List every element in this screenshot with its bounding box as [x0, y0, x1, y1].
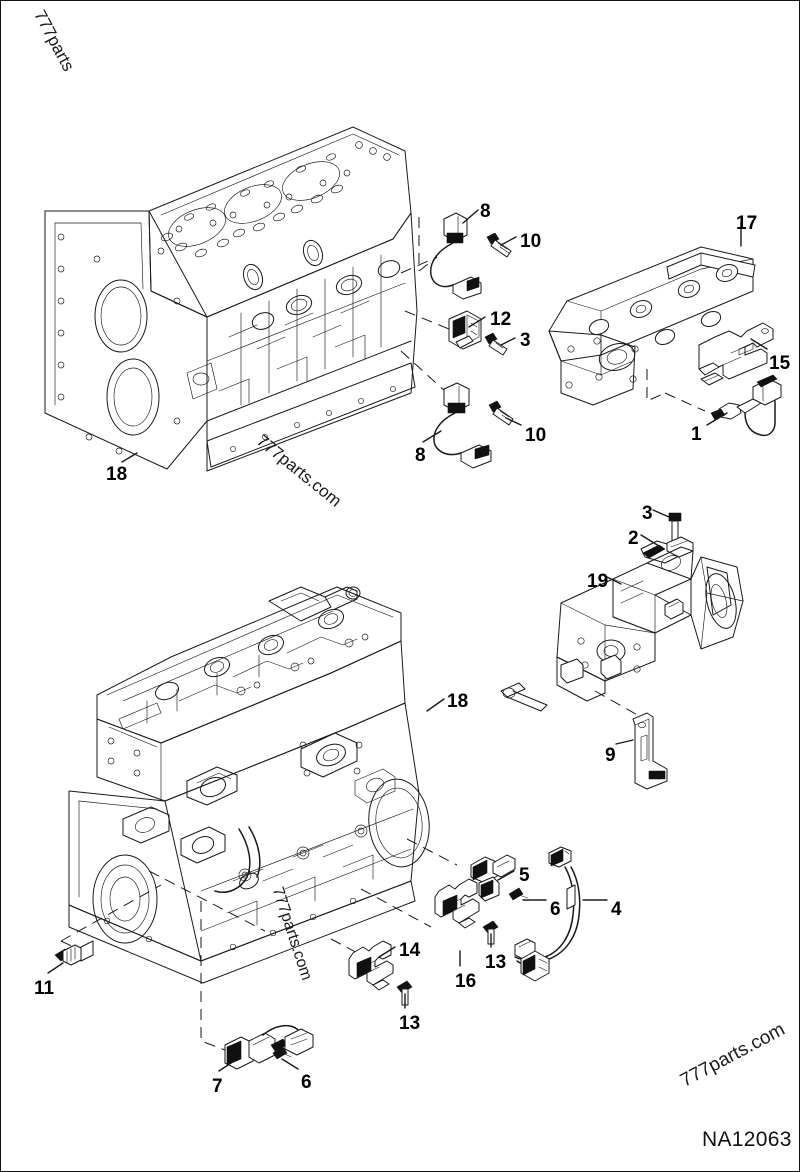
callout-19: 19	[587, 571, 609, 592]
part-19-starter-motor	[500, 546, 744, 712]
part-1-temperature-sensor	[710, 374, 782, 437]
part-2-pressure-sensor	[640, 536, 694, 564]
part-10-bolt-lower	[488, 400, 514, 426]
leader-line-11	[47, 962, 64, 974]
callout-3: 3	[520, 330, 531, 351]
callout-6: 6	[301, 1072, 312, 1093]
callout-leader-lines	[47, 209, 768, 1072]
part-15-harness-bracket	[698, 322, 774, 380]
leader-line-12	[468, 316, 486, 328]
assembly-lines-right-upper	[646, 369, 706, 412]
callout-14: 14	[399, 940, 421, 961]
part-12-cam-position-sensor	[448, 310, 482, 350]
callout-2: 2	[628, 528, 639, 549]
part-10-bolt-upper	[486, 232, 512, 258]
callout-16: 16	[455, 971, 477, 992]
callout-15: 15	[769, 353, 791, 374]
callout-11: 11	[34, 978, 55, 999]
leader-line-7	[218, 1060, 235, 1072]
callout-13: 13	[485, 952, 507, 973]
callout-13: 13	[399, 1013, 421, 1034]
part-8-speed-sensor-upper	[429, 212, 482, 300]
callout-18: 18	[106, 464, 128, 485]
engine-block-upper	[44, 126, 418, 472]
part-6-screw-lower-left	[272, 1046, 292, 1060]
part-11-threaded-switch	[54, 940, 94, 966]
assembly-line-bracket-9	[594, 690, 642, 718]
callout-10: 10	[520, 231, 542, 252]
leader-line-6	[281, 1058, 299, 1070]
part-9-mounting-bracket	[632, 712, 668, 790]
callout-8: 8	[480, 201, 491, 222]
part-3-bolt-upper	[484, 332, 508, 356]
part-7-solenoid-valve	[224, 1024, 314, 1070]
callout-3: 3	[642, 503, 653, 524]
part-5-angled-sensor	[470, 854, 516, 902]
part-16-cable-clamp	[434, 878, 480, 929]
part-4-sensor-cable	[514, 846, 581, 982]
part-17-fuel-rail	[548, 246, 756, 406]
leader-line-8	[462, 209, 479, 224]
part-6-screw-sensor	[508, 887, 529, 901]
callout-17: 17	[736, 213, 758, 234]
leader-line-10	[500, 236, 517, 246]
leader-line-8	[422, 430, 442, 443]
callout-9: 9	[605, 745, 616, 766]
callout-7: 7	[212, 1076, 223, 1097]
callout-8: 8	[415, 445, 426, 466]
callout-6: 6	[550, 899, 561, 920]
leader-line-1	[706, 412, 728, 426]
leader-line-9	[615, 739, 634, 745]
leader-line-19	[602, 574, 622, 585]
callout-1: 1	[691, 424, 702, 445]
part-14-cable-clamp	[348, 940, 394, 991]
leader-line-18	[121, 452, 138, 463]
leader-line-3	[500, 337, 516, 346]
assembly-lines-upper	[400, 217, 450, 394]
drawing-number: NA12063	[702, 1128, 792, 1151]
callout-12: 12	[490, 309, 512, 330]
leader-line-10	[505, 417, 522, 426]
callout-4: 4	[611, 899, 622, 920]
leader-line-2	[640, 534, 660, 547]
engine-block-lower	[68, 586, 430, 984]
leader-line-18	[426, 698, 445, 712]
assembly-lines-lower	[60, 838, 458, 1054]
callout-5: 5	[519, 865, 530, 886]
leader-line-5	[497, 870, 515, 881]
leader-line-14	[378, 946, 396, 958]
leader-line-3	[652, 509, 670, 518]
leader-line-15	[750, 338, 768, 350]
callout-18: 18	[447, 691, 469, 712]
callout-10: 10	[525, 425, 547, 446]
part-8-speed-sensor-lower	[433, 382, 492, 469]
